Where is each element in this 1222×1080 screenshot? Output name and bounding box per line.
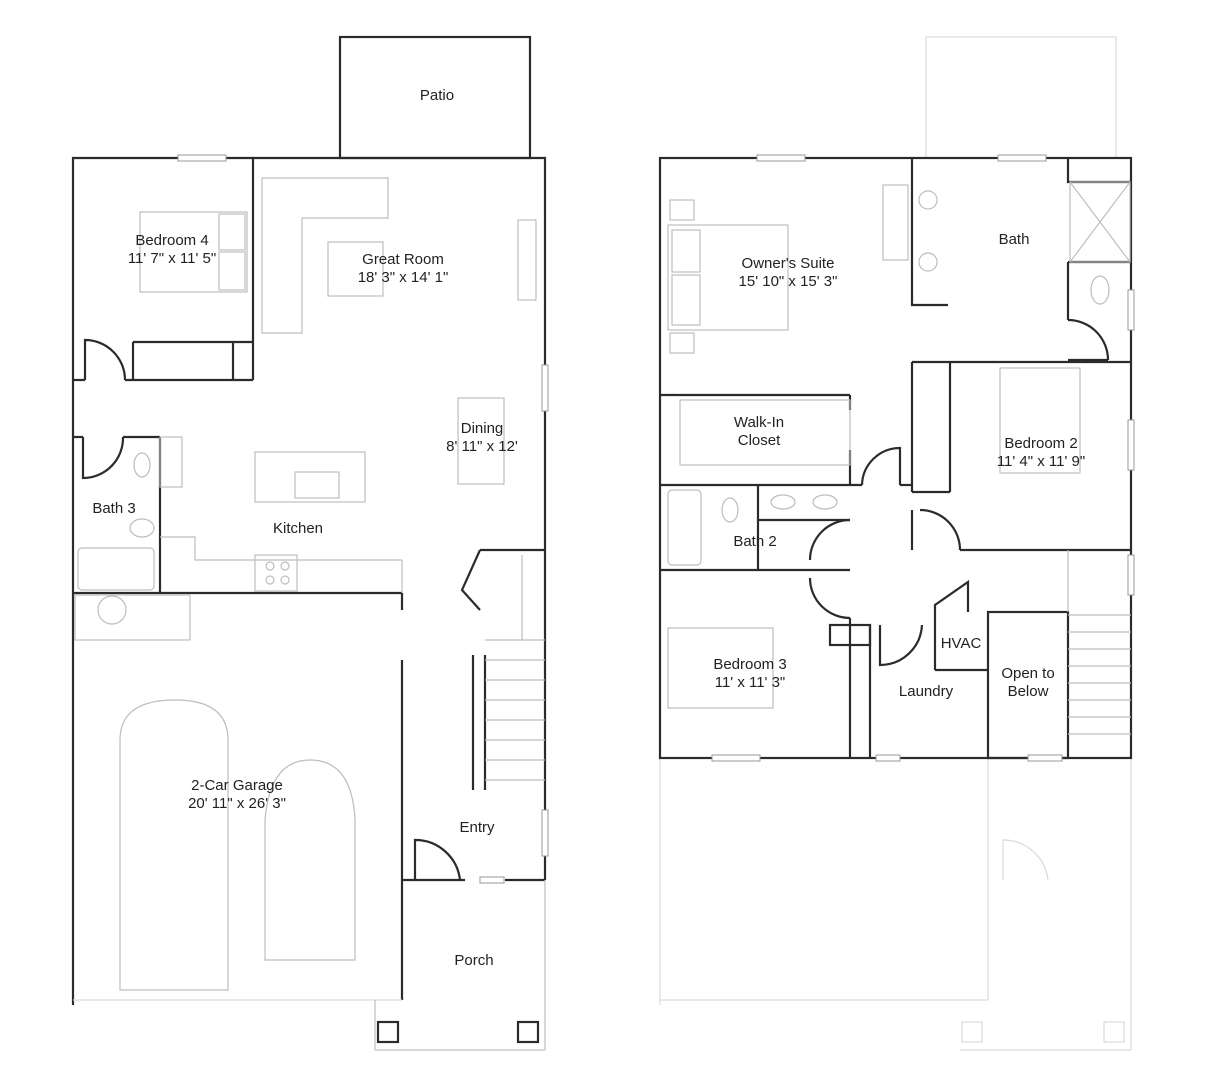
room-size: 18' 3" x 14' 1": [357, 269, 449, 286]
room-name: Bath 2: [733, 533, 777, 550]
room-name: Owner's Suite: [741, 255, 835, 272]
room-name: Bath: [998, 231, 1030, 248]
second-floor-plan: [658, 36, 1135, 1051]
room-size: 8' 11" x 12': [446, 438, 518, 455]
room-name: Bedroom 4: [135, 232, 209, 249]
room-name: HVAC: [940, 635, 982, 652]
room-name: Kitchen: [272, 520, 324, 537]
room-size: 20' 11" x 26' 3": [188, 795, 286, 812]
room-name: 2-Car Garage: [191, 777, 283, 794]
exterior-wall: [71, 156, 547, 1005]
room-size: 15' 10" x 15' 3": [738, 273, 838, 290]
room-name: Bedroom 2: [1004, 435, 1078, 452]
furniture-upper: [667, 181, 1131, 709]
room-name: Dining: [460, 420, 504, 437]
room-name: Porch: [454, 952, 494, 969]
room-name: Open to: [1001, 665, 1055, 682]
room-size: 11' 4" x 11' 9": [996, 453, 1086, 470]
room-name-line-2: Closet: [737, 432, 781, 449]
room-name: Walk-In: [733, 414, 785, 431]
room-name: Entry: [459, 819, 495, 836]
room-name-line-2: Below: [1007, 683, 1049, 700]
room-name: Bedroom 3: [713, 656, 787, 673]
room-name: Laundry: [898, 683, 954, 700]
door-swing: [83, 338, 127, 381]
room-label-laundry: Laundry: [899, 683, 953, 701]
room-label-porch: Porch: [454, 952, 493, 970]
room-label-bath-3: Bath 3: [92, 500, 135, 518]
room-label-entry: Entry: [459, 819, 494, 837]
room-name: Great Room: [362, 251, 444, 268]
room-size: 11' x 11' 3": [714, 674, 786, 691]
room-label-hvac: HVAC: [941, 635, 982, 653]
room-name: Patio: [419, 87, 455, 104]
room-label-patio: Patio: [420, 87, 454, 105]
room-size: 11' 7" x 11' 5": [127, 250, 217, 267]
room-name: Bath 3: [92, 500, 136, 517]
room-label-bath-2: Bath 2: [733, 533, 776, 551]
first-floor-plan: [71, 35, 549, 1051]
room-label-bath: Bath: [999, 231, 1030, 249]
furniture: [74, 177, 537, 991]
room-label-kitchen: Kitchen: [273, 520, 323, 538]
